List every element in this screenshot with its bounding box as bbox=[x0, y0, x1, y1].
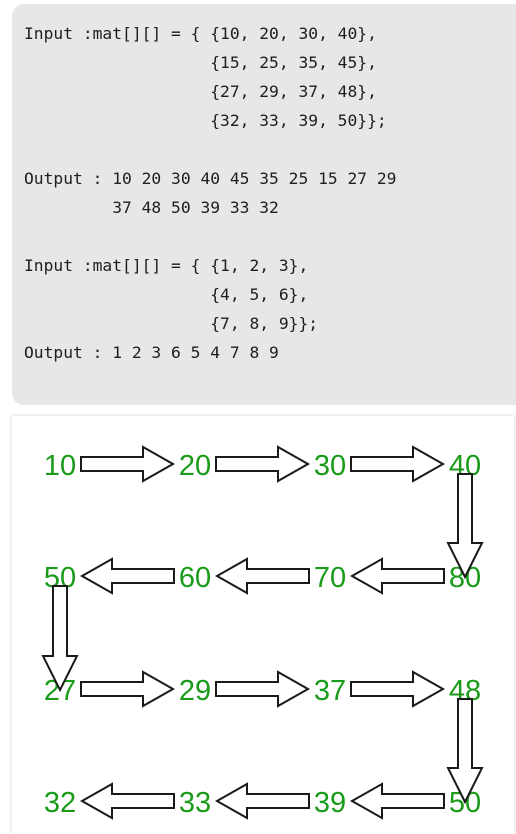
matrix-value: 20 bbox=[179, 450, 211, 482]
traversal-diagram: 10203040506070802729374832333950 bbox=[12, 416, 514, 834]
arrow-left-r4-3 bbox=[349, 782, 445, 820]
arrow-down-1 bbox=[446, 473, 484, 580]
matrix-value: 10 bbox=[44, 450, 76, 482]
arrow-left-r2-1 bbox=[79, 557, 175, 595]
arrow-down-2 bbox=[41, 585, 79, 693]
code-line-7: 37 48 50 39 33 32 bbox=[24, 198, 279, 217]
matrix-value: 37 bbox=[314, 675, 346, 707]
matrix-value: 39 bbox=[314, 787, 346, 819]
arrow-right-r1-3 bbox=[350, 445, 446, 483]
arrow-left-r2-2 bbox=[214, 557, 310, 595]
code-line-11: {7, 8, 9}}; bbox=[24, 314, 319, 333]
code-line-3: {27, 29, 37, 48}, bbox=[24, 82, 377, 101]
matrix-value: 29 bbox=[179, 675, 211, 707]
code-line-1: Input :mat[][] = { {10, 20, 30, 40}, bbox=[24, 24, 377, 43]
matrix-value: 30 bbox=[314, 450, 346, 482]
code-line-9: Input :mat[][] = { {1, 2, 3}, bbox=[24, 256, 309, 275]
matrix-value: 32 bbox=[44, 787, 76, 819]
traversal-diagram-svg: 10203040506070802729374832333950 bbox=[41, 445, 484, 820]
code-block: Input :mat[][] = { {10, 20, 30, 40}, {15… bbox=[12, 4, 516, 405]
arrow-down-3 bbox=[446, 698, 484, 805]
code-line-5 bbox=[24, 135, 516, 164]
arrow-left-r4-1 bbox=[79, 782, 175, 820]
arrow-right-r3-1 bbox=[80, 670, 176, 708]
arrow-right-r3-3 bbox=[350, 670, 446, 708]
arrow-right-r1-2 bbox=[215, 445, 311, 483]
code-line-6: Output : 10 20 30 40 45 35 25 15 27 29 bbox=[24, 169, 397, 188]
arrow-left-r2-3 bbox=[349, 557, 445, 595]
code-line-12: Output : 1 2 3 6 5 4 7 8 9 bbox=[24, 343, 279, 362]
code-line-8 bbox=[24, 222, 516, 251]
code-line-10: {4, 5, 6}, bbox=[24, 285, 309, 304]
matrix-value: 33 bbox=[179, 787, 211, 819]
code-line-2: {15, 25, 35, 45}, bbox=[24, 53, 377, 72]
matrix-value: 70 bbox=[314, 562, 346, 594]
arrow-left-r4-2 bbox=[214, 782, 310, 820]
matrix-value: 60 bbox=[179, 562, 211, 594]
arrow-right-r1-1 bbox=[80, 445, 176, 483]
code-line-4: {32, 33, 39, 50}}; bbox=[24, 111, 387, 130]
arrow-right-r3-2 bbox=[215, 670, 311, 708]
